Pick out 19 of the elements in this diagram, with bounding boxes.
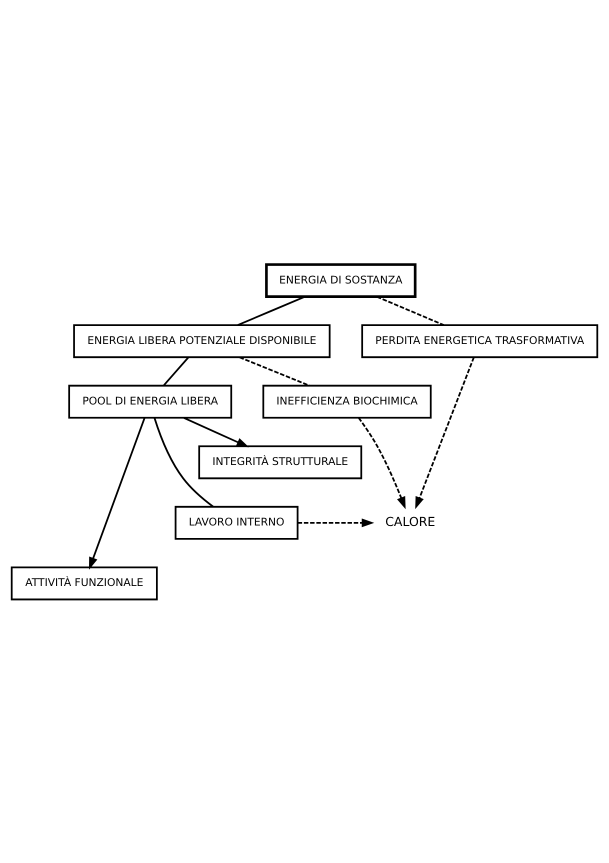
connector [154, 417, 214, 507]
node-box: ENERGIA LIBERA POTENZIALE DISPONIBILE [73, 324, 331, 358]
node-box: ENERGIA DI SOSTANZA [265, 262, 416, 298]
node-box: LAVORO INTERNO [174, 505, 298, 540]
arrow [298, 518, 374, 527]
node-box: POOL DI ENERGIA LIBERA [68, 384, 232, 418]
node-box: INEFFICIENZA BIOCHIMICA [262, 384, 432, 418]
node-text: CALORE [385, 514, 436, 529]
connector [376, 295, 444, 326]
arrow [184, 416, 250, 447]
node-box: ATTIVITÀ FUNZIONALE [10, 566, 158, 600]
node-box: PERDITA ENERGETICA TRASFORMATIVA [361, 324, 598, 358]
connector [237, 295, 305, 326]
node-box: INTEGRITÀ STRUTTURALE [198, 444, 362, 479]
arrow [88, 417, 146, 570]
arrow [415, 356, 475, 509]
connector [239, 356, 310, 386]
arrow [358, 416, 406, 509]
connector [163, 356, 189, 386]
